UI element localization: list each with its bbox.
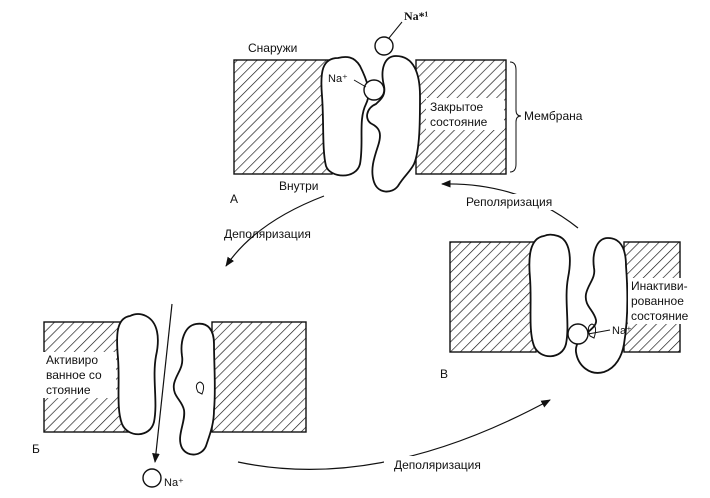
leader-a-inside-ion bbox=[353, 79, 367, 88]
label-bg-v-state bbox=[628, 278, 702, 324]
label-outside: Снаружи bbox=[248, 41, 297, 55]
na-flow-arrow bbox=[152, 303, 173, 463]
leader-a-top-ion bbox=[388, 21, 403, 39]
na-ion-a-inside bbox=[363, 79, 385, 101]
label-b-to-v: Деполяризация bbox=[394, 458, 481, 472]
label-bg-b-state bbox=[42, 352, 116, 398]
label-a-state-line1: Закрытое bbox=[430, 100, 484, 114]
label-v-state-line3: состояние bbox=[631, 309, 689, 323]
label-membrane: Мембрана bbox=[524, 109, 583, 123]
label-state-v: В bbox=[440, 367, 448, 381]
membrane-b-right bbox=[211, 321, 307, 433]
label-inside: Внутри bbox=[279, 179, 319, 193]
channel-a-right-subunit bbox=[366, 55, 421, 193]
membrane-a-left bbox=[233, 59, 333, 175]
channel-b-gate-loop bbox=[195, 381, 205, 395]
channel-b-left-subunit bbox=[116, 313, 159, 436]
label-v-ion: Na⁺ bbox=[612, 325, 632, 337]
na-ion-a-top bbox=[374, 36, 394, 56]
label-bg-v-to-a bbox=[462, 194, 556, 210]
label-state-a: А bbox=[230, 192, 238, 206]
state-b-activated: Активиро ванное со стояние Na⁺ Б bbox=[32, 303, 307, 489]
label-b-state-line2: ванное со bbox=[46, 368, 102, 382]
label-state-b: Б bbox=[32, 442, 40, 456]
label-v-state-line1: Инактиви- bbox=[631, 279, 688, 293]
label-b-state-line1: Активиро bbox=[46, 353, 98, 367]
label-b-state-line3: стояние bbox=[46, 383, 91, 397]
na-ion-b bbox=[142, 468, 162, 488]
state-v-inactivated: Инактиви- рованное состояние Na⁺ В bbox=[440, 233, 702, 381]
label-v-to-a: Реполяризация bbox=[466, 195, 552, 209]
label-a-to-b: Деполяризация bbox=[224, 227, 311, 241]
label-bg-a-state bbox=[426, 98, 504, 130]
channel-a-left-subunit bbox=[320, 56, 370, 177]
state-a-closed: Снаружи Внутри А Na*¹ Na⁺ Закрытое состо… bbox=[230, 9, 583, 206]
label-bg-b-to-v bbox=[384, 456, 480, 472]
channel-v-gate-loop bbox=[587, 323, 597, 339]
membrane-v-left bbox=[449, 241, 537, 353]
channel-b-right-subunit bbox=[172, 322, 216, 456]
channel-v-right-subunit bbox=[575, 237, 629, 374]
leader-v-ion bbox=[587, 329, 611, 335]
label-b-ion: Na⁺ bbox=[164, 477, 184, 489]
membrane-brace bbox=[509, 61, 522, 173]
arrow-a-to-b bbox=[225, 195, 325, 267]
label-a-state-line2: состояние bbox=[430, 115, 488, 129]
channel-v-left-subunit bbox=[528, 233, 571, 358]
label-a-inside-ion: Na⁺ bbox=[328, 73, 348, 85]
label-a-top-ion: Na*¹ bbox=[404, 9, 429, 23]
transition-arrows: Деполяризация Деполяризация Реполяризаци… bbox=[224, 179, 579, 472]
label-v-state-line2: рованное bbox=[631, 294, 684, 308]
na-ion-v bbox=[567, 323, 589, 345]
